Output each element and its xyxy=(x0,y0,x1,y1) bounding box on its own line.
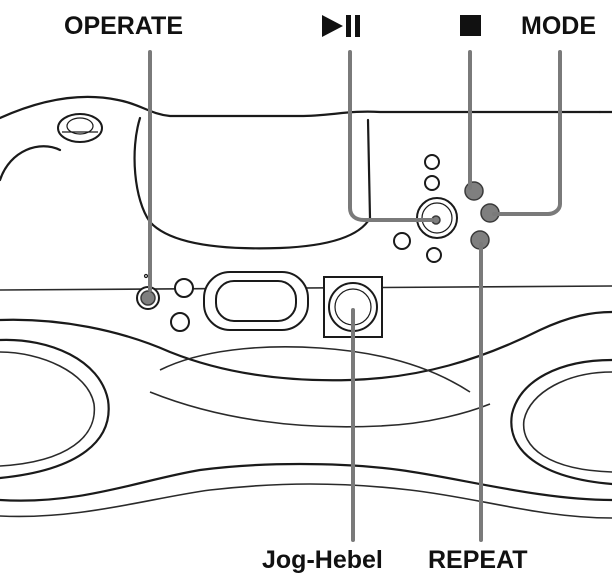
speaker-left-inner xyxy=(0,351,96,467)
skip-back-button[interactable] xyxy=(393,232,411,250)
carry-handle-knob xyxy=(57,113,103,143)
play-pause-icon xyxy=(322,15,360,37)
callout-mode xyxy=(492,50,562,216)
label-repeat: REPEAT xyxy=(428,546,528,574)
labels: OPERATE MODE Jog-Hebel REPEAT xyxy=(64,12,596,574)
speaker-left xyxy=(0,338,110,480)
stop-icon xyxy=(460,15,481,36)
deck-inner-curve-2 xyxy=(149,391,491,428)
label-mode: MODE xyxy=(521,12,596,40)
label-operate: OPERATE xyxy=(64,12,183,40)
stop-button[interactable] xyxy=(464,181,484,201)
speaker-right xyxy=(510,358,612,486)
display-window-inner xyxy=(215,280,297,322)
top-button-a[interactable] xyxy=(424,154,440,170)
deck-front-edge xyxy=(0,310,612,382)
front-panel xyxy=(136,271,383,338)
deck-bottom-edge xyxy=(0,462,612,502)
top-button-b[interactable] xyxy=(424,175,440,191)
deck-inner-curve xyxy=(159,346,471,393)
callout-play-pause xyxy=(348,50,434,222)
base-line xyxy=(0,483,612,519)
label-jog: Jog-Hebel xyxy=(262,546,383,574)
callout-lines xyxy=(148,50,562,542)
top-button-cluster xyxy=(393,154,500,263)
lid-outline xyxy=(0,95,602,120)
led-dot xyxy=(143,273,149,279)
lid-window xyxy=(133,116,372,250)
operate-button-fill xyxy=(140,290,156,306)
small-button-2[interactable] xyxy=(170,312,190,332)
left-bump xyxy=(0,145,62,182)
small-button-1[interactable] xyxy=(174,278,194,298)
speaker-right-inner xyxy=(522,371,612,473)
skip-forward-button[interactable] xyxy=(426,247,442,263)
